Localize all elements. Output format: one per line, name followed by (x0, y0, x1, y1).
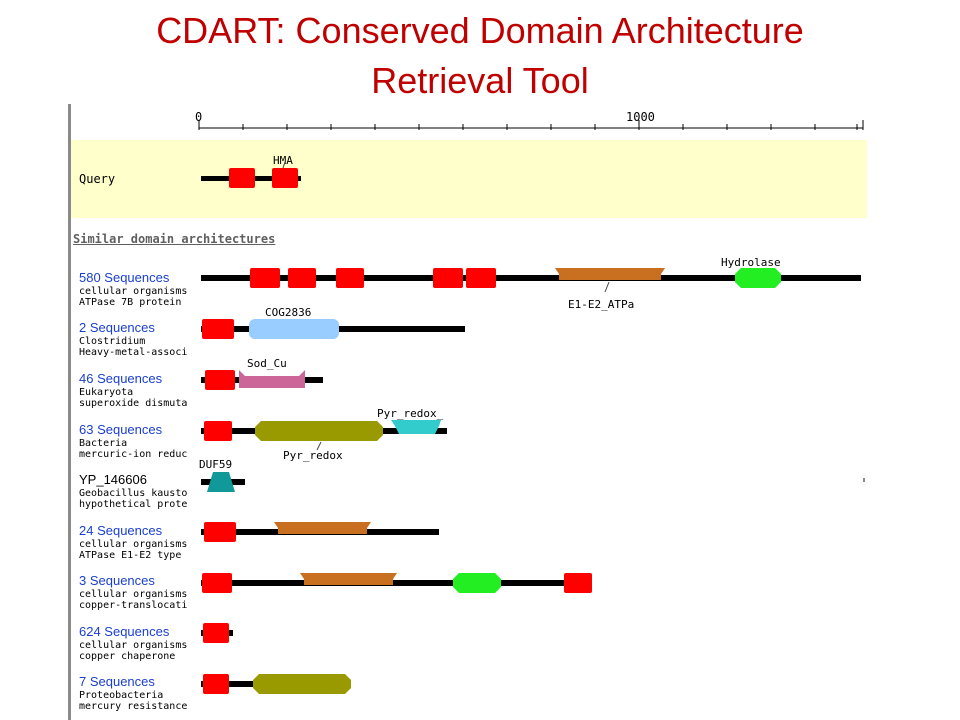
architecture-graphics (198, 120, 865, 694)
ruler-label-mid: 1000 (626, 110, 655, 124)
row-line1: Proteobacteria (79, 690, 164, 701)
domain-label-cog2836: COG2836 (265, 306, 312, 319)
row-line1: Eukaryota (79, 387, 134, 398)
scroll-edge-marker (863, 478, 865, 482)
row-line1: cellular organisms (79, 286, 188, 297)
row-line1: cellular organisms (79, 589, 188, 600)
row-line2: ATPase E1-E2 type (79, 550, 182, 561)
domain-label-hydrolase: Hydrolase (721, 256, 781, 269)
row-link-46[interactable]: 46 Sequences (79, 371, 163, 386)
architecture-row-624[interactable] (201, 623, 233, 643)
query-label: Query (79, 172, 116, 186)
row-line1: Clostridium (79, 336, 146, 347)
row-link-624[interactable]: 624 Sequences (79, 624, 170, 639)
slide-title-line2: Retrieval Tool (371, 60, 589, 101)
row-id-yp146606: YP_146606 (79, 472, 147, 487)
architecture-row-yp146606[interactable] (201, 472, 245, 492)
domain-label-e1e2-atpa: E1-E2_ATPa (568, 298, 635, 311)
domain-label-sod-cu: Sod_Cu (247, 357, 287, 370)
domain-label-pyr-redox: Pyr_redox (283, 449, 343, 462)
row-link-63[interactable]: 63 Sequences (79, 422, 163, 437)
row-line1: Geobacillus kausto (79, 488, 188, 499)
ruler-label-start: 0 (195, 110, 203, 124)
row-link-580[interactable]: 580 Sequences (79, 270, 170, 285)
row-line2: mercury resistance (79, 701, 188, 712)
architecture-row-2[interactable] (201, 319, 465, 339)
architecture-row-7[interactable] (201, 674, 351, 694)
row-line2: hypothetical prote (79, 499, 188, 510)
row-link-7[interactable]: 7 Sequences (79, 674, 155, 689)
row-line2: superoxide dismuta (79, 398, 188, 409)
row-line1: Bacteria (79, 438, 128, 449)
query-architecture (201, 161, 301, 188)
row-link-24[interactable]: 24 Sequences (79, 523, 163, 538)
section-title: Similar domain architectures (73, 232, 276, 246)
row-line2: copper-translocati (79, 600, 188, 611)
row-line2: copper chaperone (79, 651, 176, 662)
row-line2: mercuric-ion reduc (79, 449, 188, 460)
row-link-3[interactable]: 3 Sequences (79, 573, 155, 588)
domain-label-pyr-redox-right: Pyr_redox_ (377, 407, 444, 420)
architecture-row-3[interactable] (201, 573, 592, 593)
architecture-row-46[interactable] (201, 370, 323, 390)
domain-label-duf59: DUF59 (199, 458, 233, 471)
slide-title-line1: CDART: Conserved Domain Architecture (156, 10, 804, 51)
row-link-2[interactable]: 2 Sequences (79, 320, 155, 335)
architecture-row-580[interactable] (201, 268, 861, 293)
ruler (198, 120, 864, 130)
row-line1: cellular organisms (79, 539, 188, 550)
cdart-result-panel: 0 1000 Query HMA Similar domain architec… (68, 104, 867, 720)
query-domain-label-hma: HMA (273, 154, 293, 167)
architecture-row-24[interactable] (201, 522, 439, 542)
architecture-row-63[interactable] (201, 420, 447, 451)
row-line2: ATPase 7B protein (79, 297, 182, 308)
row-line1: cellular organisms (79, 640, 188, 651)
row-line2: Heavy-metal-associ (79, 347, 188, 358)
